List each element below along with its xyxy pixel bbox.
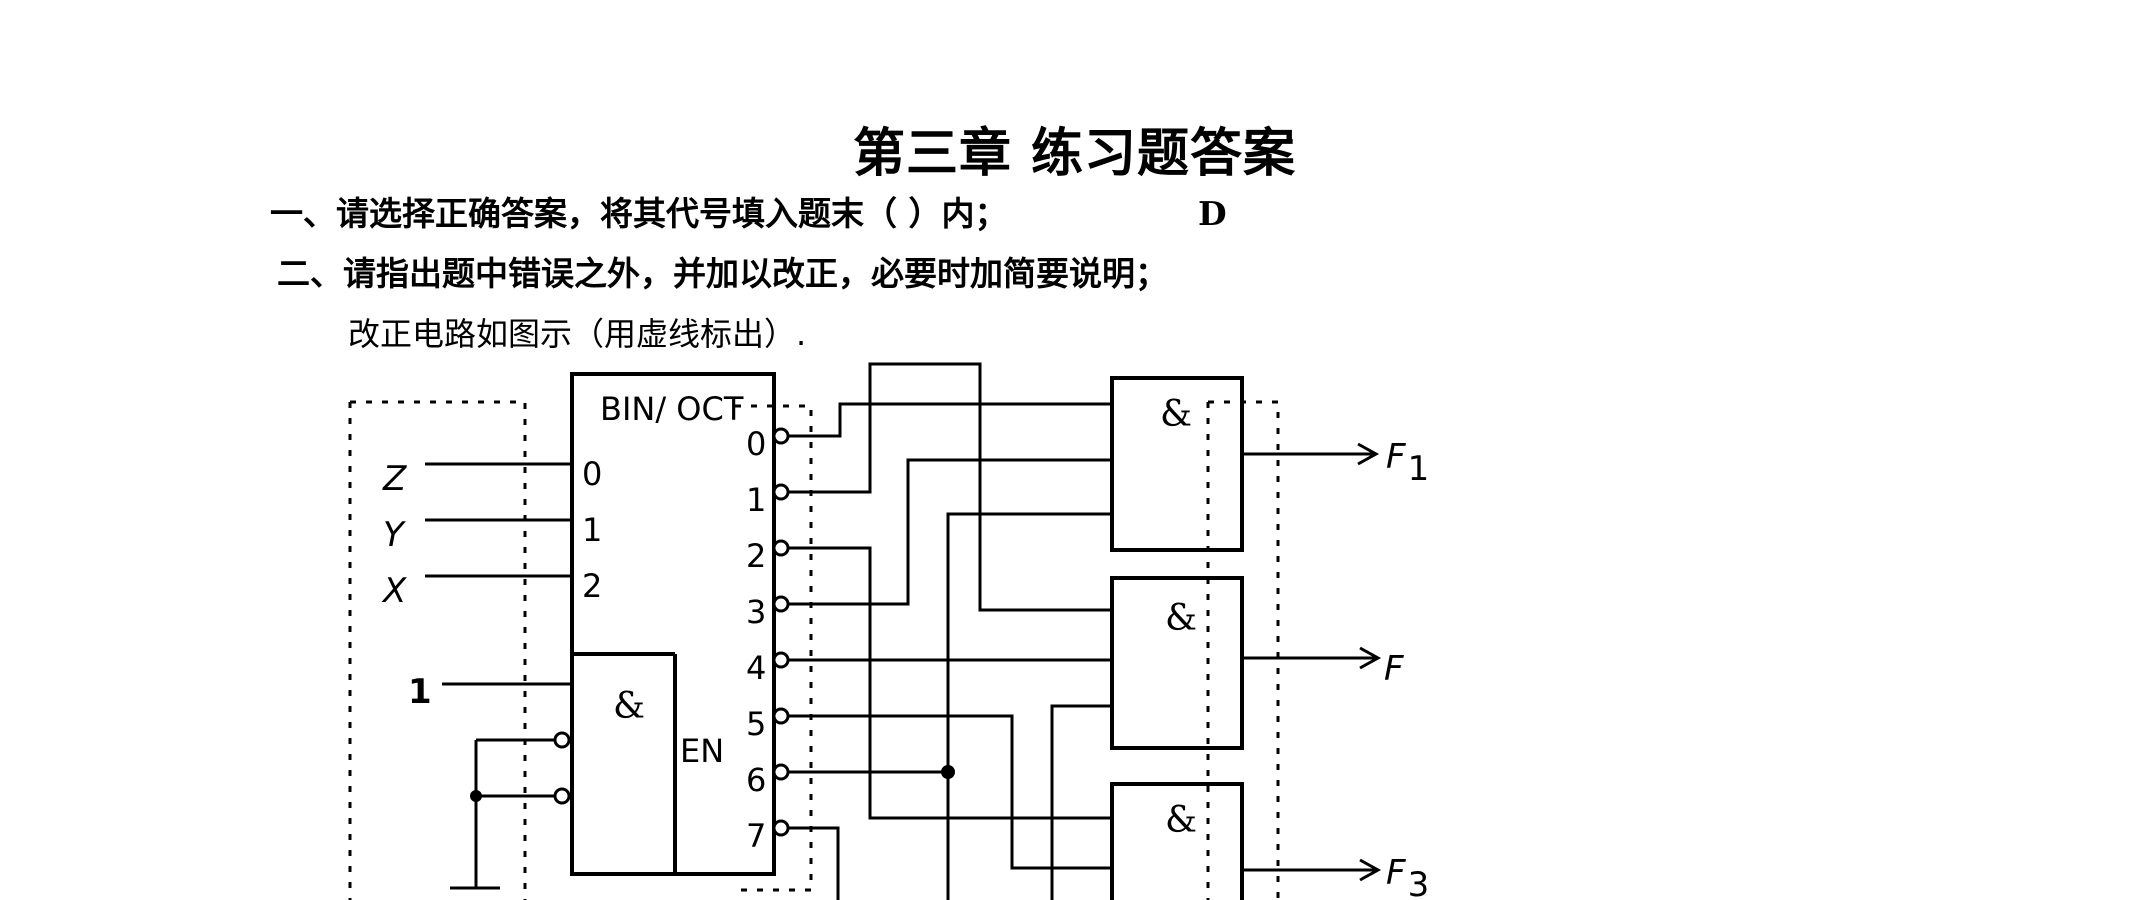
question-2-text: 二、请指出题中错误之外，并加以改正，必要时加简要说明； [277, 254, 1168, 293]
and-gate-2-symbol: & [1165, 598, 1197, 639]
and-gate-1 [1110, 376, 1244, 552]
output-pin-7: 7 [746, 817, 766, 855]
and-gate-1-symbol: & [1160, 394, 1192, 435]
input-label-y: Y [383, 515, 406, 555]
question-1-text: 一、请选择正确答案，将其代号填入题末（ ）内； [270, 194, 1008, 233]
bus-junction-dot [941, 765, 955, 779]
and-gate-3 [1110, 782, 1244, 900]
input-pin-0: 0 [582, 455, 602, 493]
output-label-f1: F1 [1386, 437, 1429, 489]
enable-label: EN [680, 732, 724, 770]
output-pin-5: 5 [746, 705, 766, 743]
junction-dot [470, 790, 482, 802]
output-pin-3: 3 [746, 593, 766, 631]
output-pin-0: 0 [746, 425, 766, 463]
dashed-correction-box-left [348, 400, 527, 900]
input-label-z: Z [382, 459, 407, 499]
and-gate-3-symbol: & [1165, 800, 1197, 841]
output-arrows [1242, 442, 1382, 882]
and-gate-2 [1110, 576, 1244, 750]
dashed-correction-box-right [1206, 400, 1280, 900]
input-pin-2: 2 [582, 567, 602, 605]
output-pin-4: 4 [746, 649, 766, 687]
decoder-output-bubbles [772, 427, 790, 837]
correction-note: 改正电路如图示（用虚线标出）. [348, 315, 807, 353]
input-pin-1: 1 [582, 511, 602, 549]
question-1-answer: D [1198, 194, 1227, 233]
output-pin-1: 1 [746, 481, 766, 519]
output-pin-6: 6 [746, 761, 766, 799]
page-title: 第三章 练习题答案 [852, 124, 1297, 184]
output-label-f: F [1384, 649, 1404, 689]
enable-constant: 1 [408, 672, 432, 712]
input-wires [425, 462, 572, 578]
enable-inverted-inputs [450, 731, 571, 890]
input-label-x: X [381, 571, 407, 611]
enable-gate-symbol: & [613, 686, 645, 727]
output-label-f3: F3 [1386, 853, 1429, 900]
output-pin-2: 2 [746, 537, 766, 575]
decoder-label: BIN/ OCT [600, 390, 744, 428]
interconnect-wires [788, 362, 1112, 900]
